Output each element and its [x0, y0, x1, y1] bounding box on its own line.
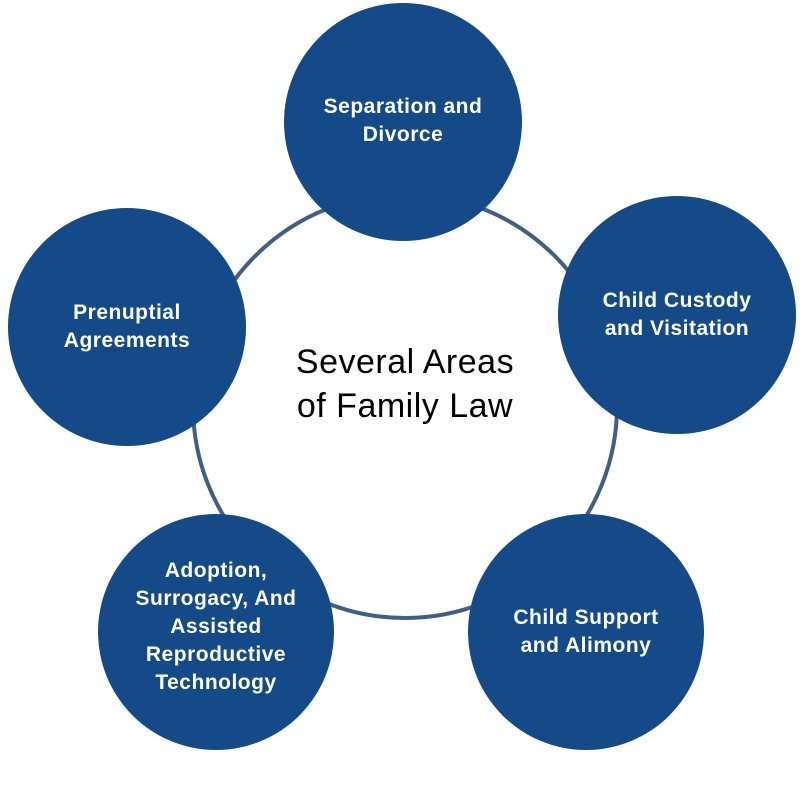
center-title-line-2: of Family Law [296, 387, 514, 425]
area-node-separation-divorce: Separation and Divorce [284, 3, 522, 241]
area-label: Adoption, Surrogacy, And Assisted Reprod… [135, 559, 297, 694]
area-label: Child Support and Alimony [513, 606, 659, 657]
center-title-line-1: Several Areas [295, 343, 515, 381]
area-node-prenuptial: Prenuptial Agreements [8, 208, 246, 446]
area-node-adoption-surrogacy: Adoption, Surrogacy, And Assisted Reprod… [98, 514, 334, 750]
area-node-child-support: Child Support and Alimony [468, 514, 704, 750]
area-label: Prenuptial Agreements [63, 301, 191, 352]
center-title: Several Areas of Family Law [230, 340, 580, 428]
area-label: Separation and Divorce [323, 94, 483, 146]
area-node-child-custody: Child Custody and Visitation [558, 196, 796, 434]
area-label: Child Custody and Visitation [602, 289, 752, 340]
